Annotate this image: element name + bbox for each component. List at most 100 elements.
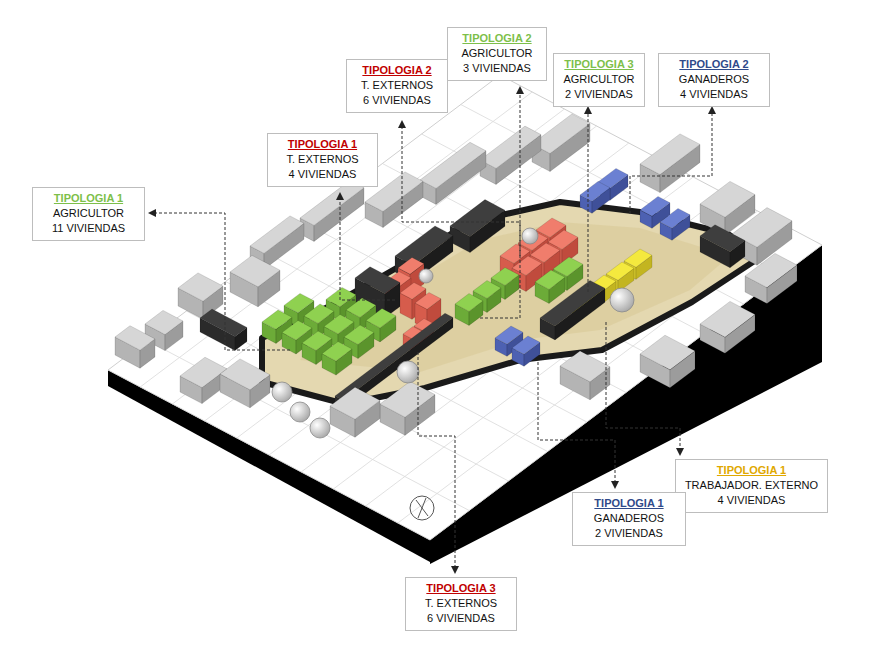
callout-text: 4 VIVIENDAS bbox=[684, 493, 819, 508]
callout-text: T. EXTERNOS bbox=[276, 152, 369, 167]
callout-text: AGRICULTOR bbox=[562, 72, 636, 87]
typology-heading: TIPOLOGIA 2 bbox=[667, 57, 761, 72]
building-face bbox=[480, 126, 541, 168]
building-face bbox=[512, 336, 540, 354]
building-face bbox=[335, 313, 453, 400]
callout-text: T. EXTERNOS bbox=[355, 78, 439, 93]
callout-box: TIPOLOGIA 1AGRICULTOR11 VIVIENDAS bbox=[32, 187, 145, 241]
building-face bbox=[580, 181, 610, 201]
building-face bbox=[200, 309, 247, 337]
callout-text: 6 VIVIENDAS bbox=[355, 93, 439, 108]
building-face bbox=[745, 253, 797, 287]
leader-line bbox=[340, 194, 395, 300]
building-face bbox=[250, 216, 304, 254]
callout-text: 2 VIVIENDAS bbox=[581, 526, 677, 541]
callout-box: TIPOLOGIA 3AGRICULTOR2 VIVIENDAS bbox=[553, 53, 645, 107]
callout-text: 11 VIVIENDAS bbox=[41, 221, 136, 236]
building-face bbox=[624, 249, 652, 267]
building-face bbox=[700, 301, 755, 337]
leader-line bbox=[480, 88, 520, 318]
building-face bbox=[660, 208, 690, 228]
callout-box: TIPOLOGIA 2T. EXTERNOS6 VIVIENDAS bbox=[346, 59, 448, 113]
building-face bbox=[300, 180, 364, 225]
callout-text: 4 VIVIENDAS bbox=[276, 167, 369, 182]
callout-box: TIPOLOGIA 2GANADEROS4 VIVIENDAS bbox=[658, 53, 770, 107]
building-face bbox=[491, 268, 519, 286]
building-face bbox=[220, 359, 270, 390]
building-face bbox=[512, 256, 542, 275]
leader-line bbox=[418, 352, 455, 572]
building-face bbox=[540, 280, 605, 326]
callout-box: TIPOLOGIA 1GANADEROS2 VIVIENDAS bbox=[572, 492, 686, 546]
building-face bbox=[473, 281, 501, 299]
leader-line bbox=[606, 322, 680, 454]
building-face bbox=[640, 196, 670, 216]
building-face bbox=[420, 142, 486, 188]
building-face bbox=[700, 181, 755, 217]
leader-line bbox=[402, 122, 520, 256]
building-face bbox=[395, 226, 453, 266]
north-compass bbox=[410, 496, 434, 520]
building-face bbox=[495, 326, 523, 344]
plaza bbox=[300, 222, 730, 372]
building-face bbox=[326, 287, 356, 306]
building-face bbox=[324, 315, 354, 334]
leader-line bbox=[538, 362, 615, 487]
callout-text: AGRICULTOR bbox=[41, 206, 136, 221]
typology-heading: TIPOLOGIA 1 bbox=[276, 137, 369, 152]
building-face bbox=[282, 321, 312, 341]
building-face bbox=[380, 381, 435, 417]
callout-text: GANADEROS bbox=[667, 72, 761, 87]
callout-text: 2 VIVIENDAS bbox=[562, 87, 636, 102]
building-face bbox=[284, 293, 314, 312]
typology-heading: TIPOLOGIA 1 bbox=[581, 496, 677, 511]
callout-text: 3 VIVIENDAS bbox=[456, 61, 538, 76]
ring-road bbox=[262, 202, 762, 404]
callout-box: TIPOLOGIA 1T. EXTERNOS4 VIVIENDAS bbox=[267, 133, 378, 187]
building-face bbox=[606, 262, 634, 280]
building-face bbox=[304, 304, 334, 324]
callout-text: 4 VIVIENDAS bbox=[667, 87, 761, 102]
building-face bbox=[346, 298, 376, 318]
typology-heading: TIPOLOGIA 3 bbox=[562, 57, 636, 72]
callout-text: AGRICULTOR bbox=[456, 46, 538, 61]
building-face bbox=[330, 387, 380, 419]
building-face bbox=[415, 293, 441, 310]
callout-box: TIPOLOGIA 1TRABAJADOR. EXTERNO4 VIVIENDA… bbox=[675, 459, 828, 513]
trees bbox=[272, 228, 634, 438]
building-face bbox=[230, 255, 280, 286]
callout-box: TIPOLOGIA 3T. EXTERNOS6 VIVIENDAS bbox=[405, 577, 517, 631]
building-face bbox=[262, 310, 292, 329]
buildings bbox=[115, 114, 797, 437]
building-face bbox=[560, 351, 610, 382]
building-face bbox=[455, 294, 483, 312]
leader-line bbox=[150, 213, 290, 350]
building-face bbox=[400, 283, 426, 300]
building-face bbox=[178, 273, 223, 301]
typology-heading: TIPOLOGIA 3 bbox=[414, 581, 508, 596]
leader-line bbox=[630, 108, 712, 214]
building-face bbox=[700, 225, 745, 252]
building-face bbox=[366, 309, 396, 328]
building-face bbox=[355, 267, 400, 294]
typology-heading: TIPOLOGIA 2 bbox=[355, 63, 439, 78]
building-face bbox=[145, 310, 183, 334]
building-face bbox=[640, 335, 695, 370]
typology-heading: TIPOLOGIA 1 bbox=[41, 191, 136, 206]
callout-text: 6 VIVIENDAS bbox=[414, 611, 508, 626]
building-face bbox=[535, 270, 565, 289]
building-face bbox=[322, 342, 352, 362]
callout-text: TRABAJADOR. EXTERNO bbox=[684, 478, 819, 493]
callout-box: TIPOLOGIA 2AGRICULTOR3 VIVIENDAS bbox=[447, 27, 547, 81]
callout-text: GANADEROS bbox=[581, 511, 677, 526]
typology-heading: TIPOLOGIA 1 bbox=[684, 463, 819, 478]
building-face bbox=[344, 325, 374, 344]
callout-text: T. EXTERNOS bbox=[414, 596, 508, 611]
building-face bbox=[640, 134, 700, 175]
building-face bbox=[302, 331, 332, 350]
typology-heading: TIPOLOGIA 2 bbox=[456, 31, 538, 46]
building-face bbox=[450, 200, 505, 237]
leader-line bbox=[588, 108, 589, 292]
building-face bbox=[115, 326, 155, 351]
